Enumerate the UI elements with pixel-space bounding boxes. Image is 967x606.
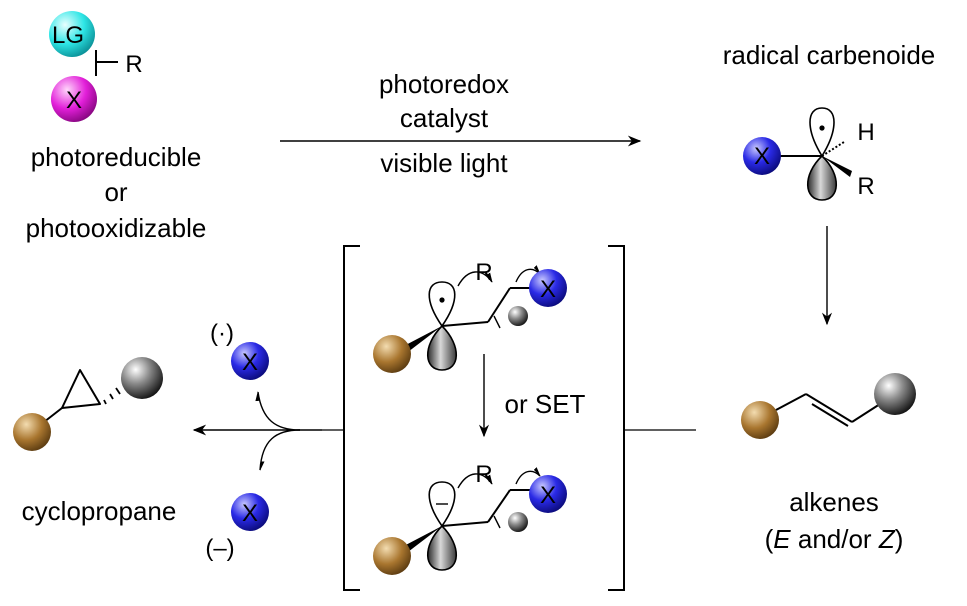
cyclopropane-brown-sphere bbox=[13, 413, 51, 451]
radical-x-sphere bbox=[529, 269, 567, 307]
radical-r-label: R bbox=[475, 259, 492, 286]
alkene-structure bbox=[741, 373, 916, 439]
conditions-line1: photoredox bbox=[379, 69, 509, 99]
alkene-bond-2 bbox=[851, 403, 881, 423]
alkene-double-bond bbox=[805, 393, 853, 423]
radical-brown-sphere bbox=[373, 335, 411, 373]
radical-bond-1 bbox=[441, 321, 489, 327]
anion-brown-sphere bbox=[373, 537, 411, 575]
lg-sphere bbox=[49, 11, 95, 57]
substrate-desc-line3: photooxidizable bbox=[26, 213, 207, 243]
radical-release-arrow bbox=[255, 391, 301, 431]
radical-gray-sphere bbox=[508, 306, 528, 326]
radical-bond-2 bbox=[487, 287, 511, 323]
carbenoid-x-sphere bbox=[743, 137, 781, 175]
carbenoid-structure: X H R bbox=[743, 107, 875, 201]
carbenoid-radical-dot bbox=[819, 125, 825, 131]
bond-c-h bbox=[821, 141, 845, 157]
intermediate-radical: X R bbox=[373, 259, 567, 373]
cyclopropane-structure bbox=[13, 357, 163, 451]
alkene-brown-sphere bbox=[741, 401, 779, 439]
bracket-left bbox=[343, 245, 360, 591]
substrate-x-label: X bbox=[66, 87, 82, 114]
intermediate-anion: X R bbox=[373, 461, 567, 575]
anion-curved-arrow-2 bbox=[515, 466, 541, 485]
carbenoid-lower-lobe bbox=[807, 154, 837, 201]
radical-wedge bbox=[400, 326, 442, 355]
substrate-r-label: R bbox=[125, 51, 142, 78]
x-substrate-sphere bbox=[51, 76, 97, 122]
bracket-right bbox=[608, 245, 625, 591]
released-x-anion-sphere bbox=[231, 493, 269, 531]
radical-lower-lobe bbox=[427, 324, 457, 371]
carbenoid-x-label: X bbox=[754, 143, 770, 170]
carbenoid-title: radical carbenoide bbox=[723, 40, 935, 70]
radical-bond-tick bbox=[493, 315, 501, 329]
cyclopropane-ring bbox=[61, 369, 101, 409]
released-x-anion-label: X bbox=[242, 500, 258, 527]
released-x-radical-sphere bbox=[231, 342, 269, 380]
anion-r-label: R bbox=[475, 461, 492, 488]
carbenoid-upper-lobe bbox=[809, 107, 835, 158]
conditions-line3: visible light bbox=[380, 148, 508, 178]
wedge-c-r bbox=[822, 156, 852, 177]
anion-x-sphere bbox=[529, 475, 567, 513]
set-label: or SET bbox=[505, 389, 586, 419]
anion-bond-tick bbox=[493, 515, 501, 529]
cyclopropane-gray-sphere bbox=[121, 357, 163, 399]
anion-curved-arrow-1 bbox=[457, 473, 493, 489]
anion-lower-lobe bbox=[427, 524, 457, 571]
substrate-structure: LG R X bbox=[49, 11, 143, 122]
anion-bond-1 bbox=[441, 521, 489, 527]
radical-curved-arrow-1 bbox=[457, 271, 493, 287]
radical-upper-lobe bbox=[428, 281, 456, 328]
cyclopropane-label: cyclopropane bbox=[22, 496, 177, 526]
substrate-desc-line2: or bbox=[104, 177, 127, 207]
anion-gray-sphere bbox=[508, 512, 528, 532]
carbenoid-h-label: H bbox=[857, 119, 874, 146]
anion-mark: (–) bbox=[205, 535, 234, 562]
substrate-desc-line1: photoreducible bbox=[31, 142, 202, 172]
released-x-radical-label: X bbox=[242, 349, 258, 376]
radical-dot bbox=[439, 297, 445, 303]
alkenes-label: alkenes bbox=[789, 487, 879, 517]
anion-wedge bbox=[400, 526, 442, 555]
anion-bond-2 bbox=[487, 489, 511, 523]
carbenoid-r-label: R bbox=[857, 173, 874, 200]
radical-x-label: X bbox=[540, 276, 556, 303]
lg-label: LG bbox=[52, 22, 84, 49]
cyclopropane-bond-left bbox=[43, 407, 63, 423]
alkene-gray-sphere bbox=[874, 373, 916, 415]
alkenes-stereo-label: (E and/or Z) bbox=[765, 524, 904, 554]
radical-mark: (·) bbox=[210, 320, 234, 347]
anion-release-arrow bbox=[259, 429, 301, 471]
anion-x-label: X bbox=[540, 482, 556, 509]
alkene-double-bond-inner bbox=[811, 403, 849, 427]
cyclopropane-hash-bond bbox=[103, 387, 121, 405]
conditions-line2: catalyst bbox=[400, 103, 489, 133]
intermediate-bracket bbox=[343, 245, 625, 591]
alkene-bond-1 bbox=[775, 393, 807, 411]
